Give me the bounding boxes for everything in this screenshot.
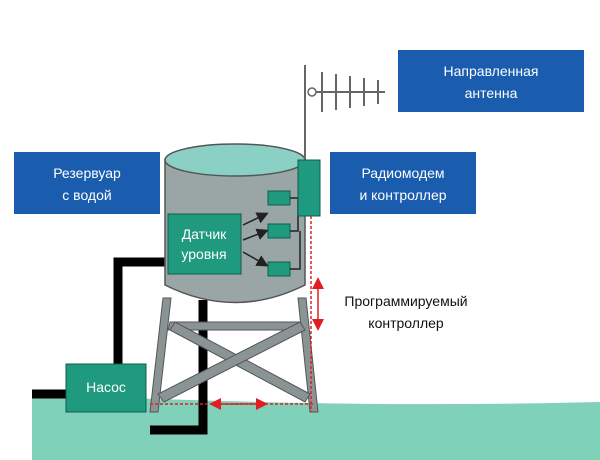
sensor-modules xyxy=(267,190,291,277)
tower-legs xyxy=(149,297,319,413)
reservoir-label-line2: с водой xyxy=(62,187,111,203)
radiomodem-label-box xyxy=(330,152,476,214)
sensor-box xyxy=(167,213,242,275)
reservoir-label-box xyxy=(14,152,160,214)
controller-label-line2: контроллер xyxy=(368,315,444,331)
pump-label: Насос xyxy=(86,379,126,395)
sensor-label-line1: Датчик xyxy=(182,226,227,242)
antenna-mount xyxy=(307,87,317,97)
radiomodem-label-line2: и контроллер xyxy=(359,187,446,203)
radiomodem-box xyxy=(297,159,321,217)
antenna-label-box xyxy=(398,50,584,112)
antenna xyxy=(304,65,385,165)
pump-box xyxy=(65,363,147,413)
controller-label-line1: Программируемый xyxy=(344,293,467,309)
antenna-label-line1: Направленная xyxy=(444,63,539,79)
antenna-label-line2: антенна xyxy=(465,85,518,101)
sensor-label-line2: уровня xyxy=(181,246,226,262)
reservoir-label-line1: Резервуар xyxy=(53,165,121,181)
radiomodem-label-line1: Радиомодем xyxy=(361,165,444,181)
